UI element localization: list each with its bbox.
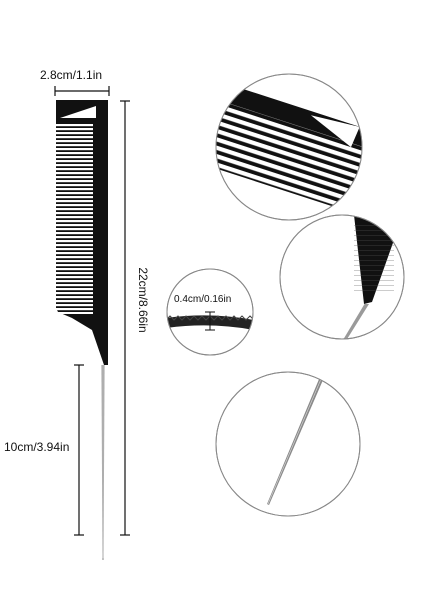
length-dimension bbox=[120, 100, 130, 536]
width-label: 2.8cm/1.1in bbox=[40, 68, 103, 82]
needle-tip-detail bbox=[215, 371, 361, 517]
comb-head-detail bbox=[215, 73, 363, 221]
comb-hanging-hole bbox=[60, 106, 96, 118]
length-label: 22cm/8.66in bbox=[136, 267, 150, 333]
width-dimension bbox=[54, 86, 110, 96]
needle-dimension bbox=[74, 364, 84, 536]
comb-neck-detail bbox=[279, 214, 405, 340]
needle-length-label: 10cm/3.94in bbox=[4, 440, 70, 454]
thickness-dimension bbox=[205, 311, 215, 331]
thickness-label: 0.4cm/0.16in bbox=[174, 294, 232, 305]
comb-teeth bbox=[56, 124, 93, 314]
main-comb bbox=[56, 100, 108, 560]
thickness-detail bbox=[166, 268, 254, 356]
